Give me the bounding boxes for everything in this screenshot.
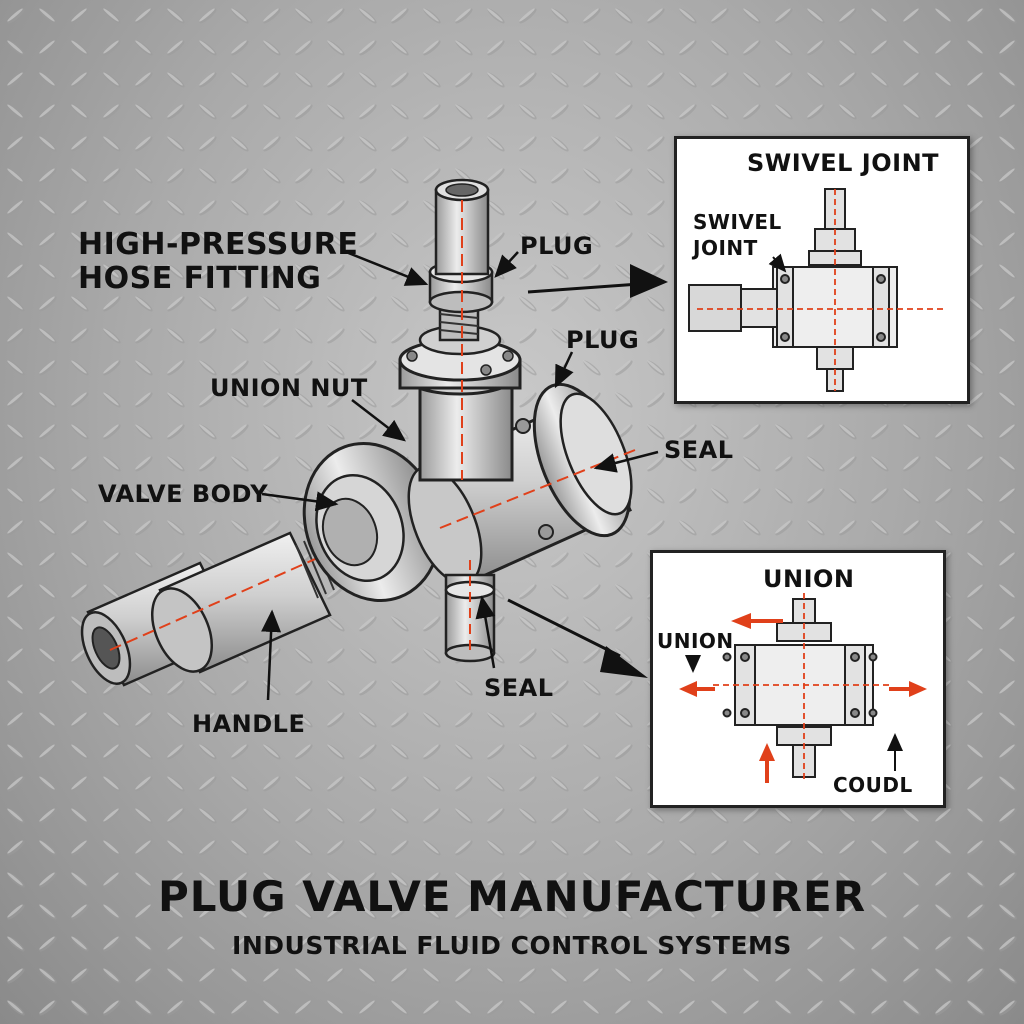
label-plug-top: PLUG <box>520 232 594 260</box>
label-union-nut: UNION NUT <box>210 374 368 402</box>
swivel-joint-drawing <box>688 188 947 392</box>
handle-shaft <box>80 528 351 687</box>
label-hose-fitting: HIGH-PRESSURE HOSE FITTING <box>78 227 359 296</box>
inset-swivel-joint: SWIVEL JOINT SWIVEL JOINT <box>674 136 970 404</box>
title-block: PLUG VALVE MANUFACTURER INDUSTRIAL FLUID… <box>0 872 1024 960</box>
label-seal-right: SEAL <box>664 436 734 464</box>
label-seal-bottom: SEAL <box>484 674 554 702</box>
top-stem <box>398 178 522 482</box>
union-drawing <box>679 593 927 783</box>
label-plug-right: PLUG <box>566 326 640 354</box>
inset-union: UNION UNION COUDL <box>650 550 946 808</box>
coupling-inset-label: COUDL <box>833 773 913 797</box>
label-valve-body: VALVE BODY <box>98 480 269 508</box>
leader-lines <box>261 250 659 701</box>
swivel-inset-label: SWIVEL JOINT <box>693 210 782 260</box>
union-inset-label: UNION <box>657 629 734 653</box>
union-inset-title: UNION <box>763 565 855 593</box>
page-title: PLUG VALVE MANUFACTURER <box>157 872 867 921</box>
swivel-inset-title: SWIVEL JOINT <box>747 149 940 177</box>
page-subtitle: INDUSTRIAL FLUID CONTROL SYSTEMS <box>232 931 792 960</box>
bottom-outlet <box>444 560 496 663</box>
label-handle: HANDLE <box>192 710 306 738</box>
inset-pointer-arrows <box>507 264 668 678</box>
